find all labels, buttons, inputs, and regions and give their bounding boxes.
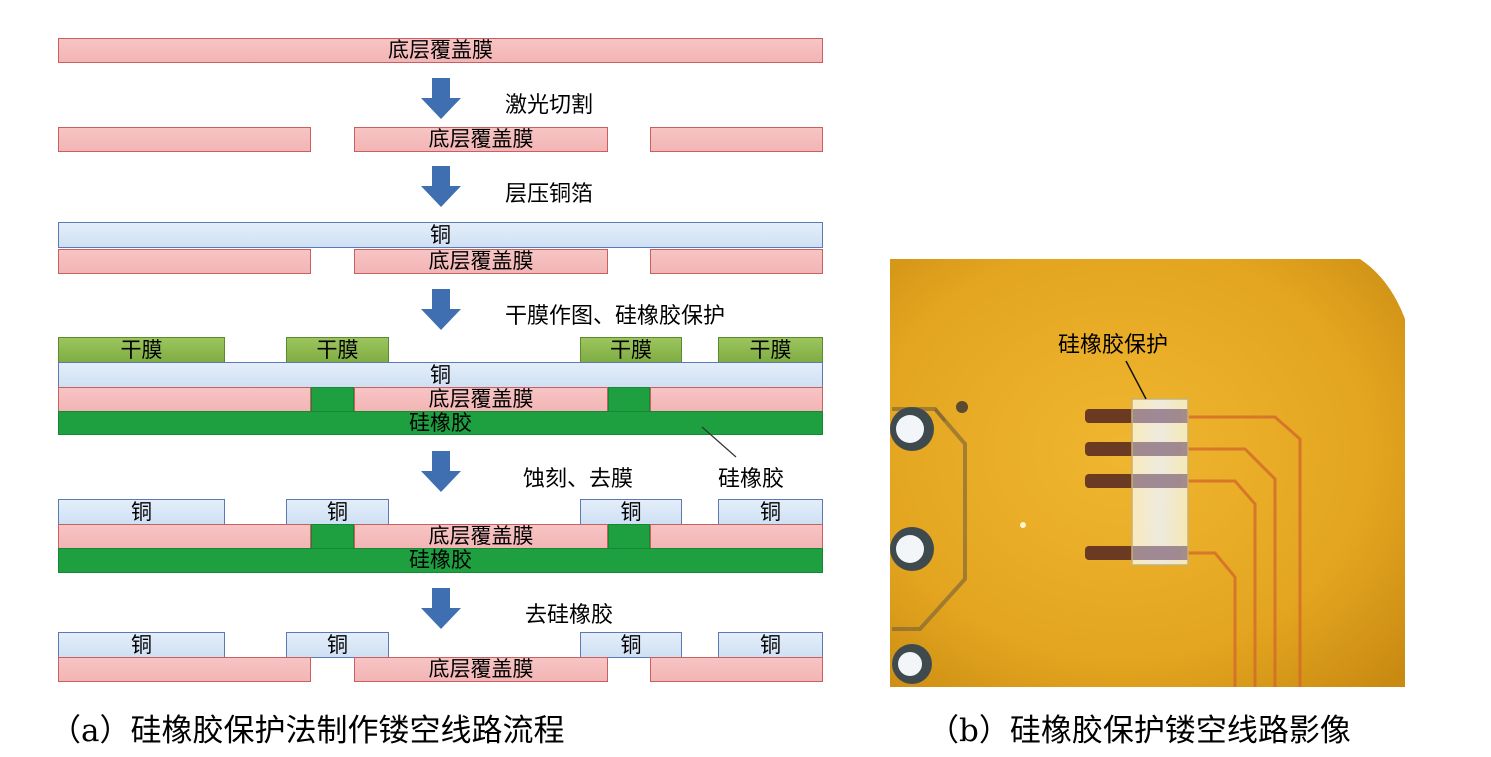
film-label: 干膜 <box>749 337 792 362</box>
cover-segment-left <box>58 127 311 152</box>
step-label-laser-cut: 激光切割 <box>505 93 594 118</box>
down-arrow-icon <box>421 588 461 629</box>
caption-b: （b）硅橡胶保护镂空线路影像 <box>928 713 1351 749</box>
film-label: 干膜 <box>120 337 163 362</box>
film-label: 干膜 <box>610 337 652 362</box>
cover-label: 底层覆盖膜 <box>428 127 534 151</box>
cover-segment-left <box>58 657 311 682</box>
down-arrow-icon <box>421 289 461 330</box>
cover-label: 底层覆盖膜 <box>428 249 534 273</box>
annotation-leader-line <box>701 426 737 458</box>
copper-label: 铜 <box>327 632 348 657</box>
copper-label: 铜 <box>430 222 451 247</box>
annotation-silicone: 硅橡胶 <box>718 467 785 492</box>
cover-segment-right <box>650 524 823 549</box>
copper-label: 铜 <box>131 632 152 657</box>
dry-film-block-4: 干膜 <box>718 337 823 363</box>
copper-trace-4: 铜 <box>718 632 823 658</box>
copper-label: 铜 <box>131 499 152 524</box>
cover-segment-middle: 底层覆盖膜 <box>354 387 608 412</box>
copper-label: 铜 <box>760 632 781 657</box>
cover-segment-middle: 底层覆盖膜 <box>354 249 608 274</box>
cover-segment-right <box>650 127 823 152</box>
silicone-label: 硅橡胶 <box>409 548 472 572</box>
dry-film-block-1: 干膜 <box>58 337 225 363</box>
photo-label-silicone-protection: 硅橡胶保护 <box>1058 333 1169 358</box>
step-label-dry-film-silicone: 干膜作图、硅橡胶保护 <box>505 304 726 329</box>
silicone-layer-stage4: 硅橡胶 <box>58 411 823 435</box>
down-arrow-icon <box>421 166 461 207</box>
caption-a: （a）硅橡胶保护法制作镂空线路流程 <box>50 713 565 749</box>
cover-label: 底层覆盖膜 <box>428 657 534 681</box>
copper-trace-2: 铜 <box>286 632 389 658</box>
copper-label: 铜 <box>620 499 642 524</box>
copper-label: 铜 <box>760 499 781 524</box>
circuit-photo-drawing <box>890 259 1405 687</box>
cover-segment-middle: 底层覆盖膜 <box>354 127 608 152</box>
copper-layer-stage3: 铜 <box>58 222 823 248</box>
cover-layer-stage1: 底层覆盖膜 <box>58 38 823 63</box>
step-label-remove-silicone: 去硅橡胶 <box>525 603 614 628</box>
cover-segment-left <box>58 524 311 549</box>
cover-label: 底层覆盖膜 <box>428 524 534 548</box>
dry-film-block-2: 干膜 <box>286 337 389 363</box>
copper-label: 铜 <box>620 632 642 657</box>
copper-layer-stage4: 铜 <box>58 362 823 388</box>
circuit-photo: 硅橡胶保护 <box>890 259 1405 687</box>
cover-segment-middle: 底层覆盖膜 <box>354 657 608 682</box>
cover-segment-middle: 底层覆盖膜 <box>354 524 608 549</box>
silicone-fill-2 <box>608 387 650 412</box>
film-label: 干膜 <box>316 337 359 362</box>
silicone-fill-1 <box>311 387 354 412</box>
step-label-laminate-copper: 层压铜箔 <box>505 182 594 207</box>
cover-segment-left <box>58 387 311 412</box>
copper-trace-3: 铜 <box>580 632 682 658</box>
copper-label: 铜 <box>430 362 451 387</box>
step-label-etch-strip: 蚀刻、去膜 <box>523 467 634 492</box>
cover-label: 底层覆盖膜 <box>388 38 493 62</box>
silicone-fill-1 <box>311 524 354 549</box>
cover-segment-right <box>650 657 823 682</box>
silicone-fill-2 <box>608 524 650 549</box>
cover-segment-left <box>58 249 311 274</box>
copper-trace-1: 铜 <box>58 499 225 525</box>
copper-trace-4: 铜 <box>718 499 823 525</box>
copper-trace-1: 铜 <box>58 632 225 658</box>
copper-trace-2: 铜 <box>286 499 389 525</box>
copper-trace-3: 铜 <box>580 499 682 525</box>
silicone-label: 硅橡胶 <box>409 410 472 435</box>
cover-label: 底层覆盖膜 <box>428 387 534 411</box>
silicone-layer-stage5: 硅橡胶 <box>58 548 823 573</box>
down-arrow-icon <box>421 78 461 119</box>
copper-label: 铜 <box>327 499 348 524</box>
cover-segment-right <box>650 249 823 274</box>
dry-film-block-3: 干膜 <box>580 337 682 363</box>
cover-segment-right <box>650 387 823 412</box>
down-arrow-icon <box>421 451 461 492</box>
